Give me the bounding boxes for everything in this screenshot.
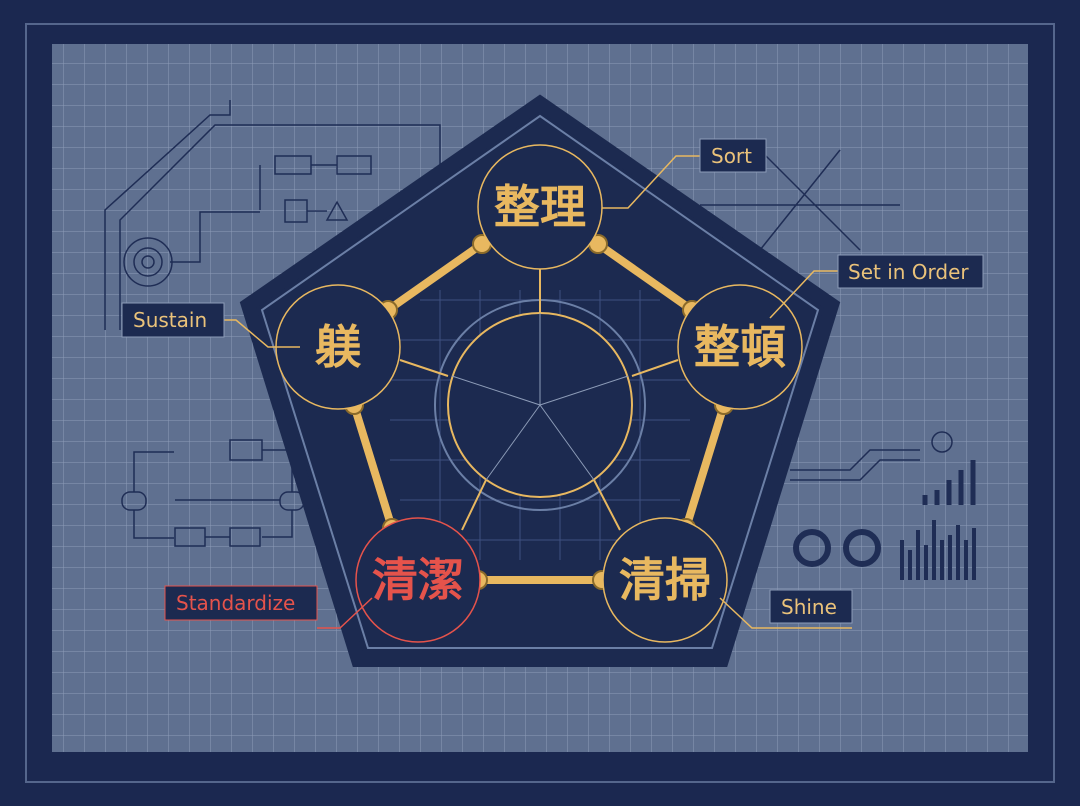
node-kanji: 整頓 (694, 320, 786, 374)
node-standardize: 清潔 (355, 517, 481, 643)
label-text: Sustain (133, 308, 207, 332)
leader-line-standardize (317, 597, 373, 629)
node-kanji: 整理 (494, 180, 586, 234)
connector-lines (399, 269, 679, 531)
node-kanji: 躾 (315, 320, 362, 374)
schematic-left-top (104, 100, 441, 330)
schematic-right (700, 149, 976, 580)
label-standardize: Standardize (164, 585, 318, 621)
node-sort: 整理 (477, 144, 603, 270)
node-sustain: 躾 (275, 284, 401, 410)
label-set-in-order: Set in Order (837, 254, 984, 289)
center-spokes (451, 313, 629, 481)
node-shine: 清掃 (602, 517, 728, 643)
label-sort: Sort (699, 138, 767, 173)
label-sustain: Sustain (121, 302, 225, 338)
pentagon-inner-border (260, 114, 820, 649)
label-text: Standardize (176, 591, 295, 615)
label-text: Sort (711, 144, 752, 168)
node-kanji: 清掃 (619, 553, 711, 607)
label-text: Set in Order (848, 260, 969, 284)
gold-links (350, 240, 728, 584)
leader-lines (224, 155, 852, 629)
frame-inner-border (25, 23, 1055, 783)
label-text: Shine (781, 595, 837, 619)
node-kanji: 清潔 (372, 553, 464, 607)
label-shine: Shine (769, 589, 853, 624)
